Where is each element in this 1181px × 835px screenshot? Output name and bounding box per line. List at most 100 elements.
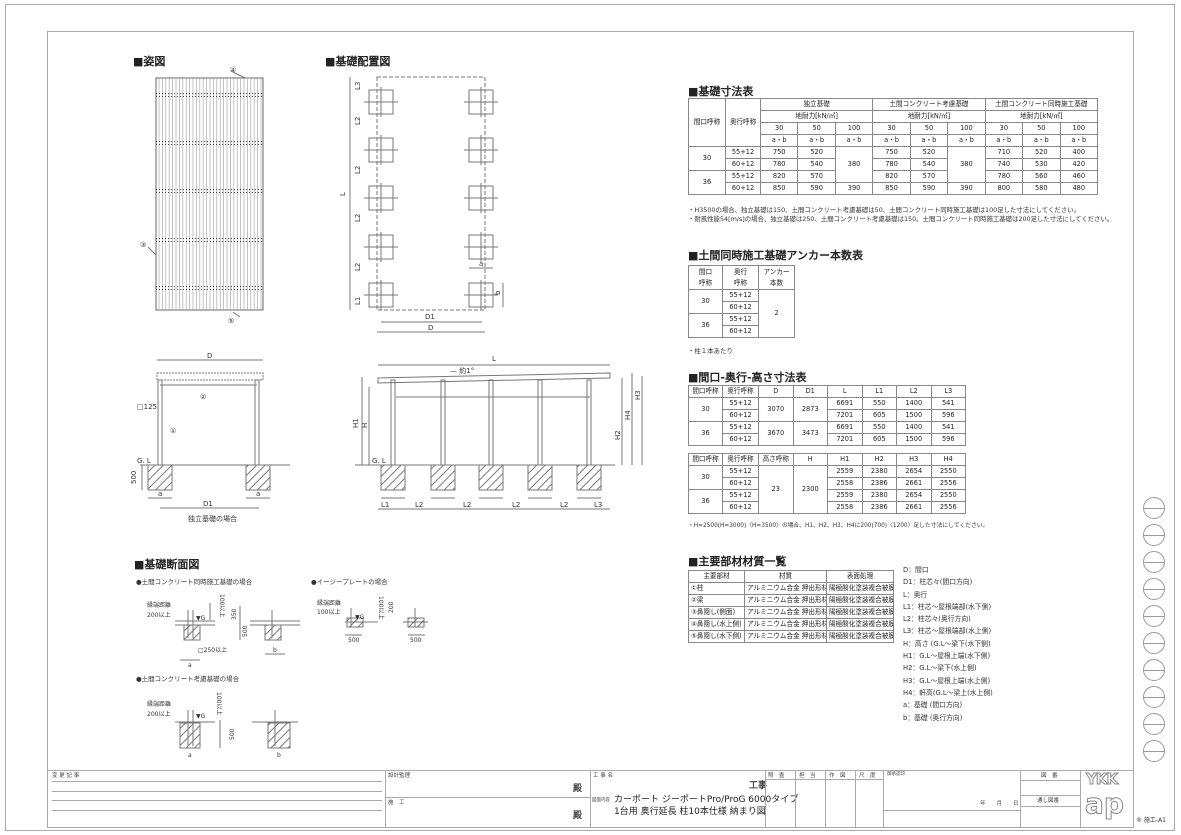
- revision-circle: [1143, 551, 1165, 573]
- table-cell: 60+12: [725, 182, 761, 195]
- column-header: 表面処理: [826, 570, 894, 583]
- post: [537, 379, 543, 466]
- bearing-value-header: 50: [1022, 122, 1061, 135]
- table-cell: 1400: [896, 421, 932, 434]
- layout-label-L1: L1: [354, 297, 362, 305]
- divider: [1020, 795, 1080, 796]
- layout-label-b: b: [494, 290, 502, 295]
- column-header: H2: [861, 453, 897, 466]
- table-cell: 580: [1022, 182, 1061, 195]
- divider: [1020, 770, 1021, 828]
- legend-item: L3：柱芯～屋根端部(水上側): [903, 627, 992, 636]
- header-bearing: 地耐力[kN/㎡]: [984, 110, 1099, 123]
- table-cell: 3473: [792, 421, 828, 446]
- table-cell: 800: [984, 182, 1024, 195]
- sec2-100: 100以上: [317, 608, 340, 616]
- table-cell: 2386: [861, 501, 897, 514]
- table-cell: 540: [909, 158, 949, 171]
- header-depth: 奥行 呼称: [722, 265, 759, 290]
- table-cell: 55+12: [722, 489, 759, 502]
- sec1-sq250: □250以上: [198, 646, 227, 654]
- side-label-L2: L2: [512, 501, 520, 509]
- label-n3: ③: [140, 241, 146, 249]
- table-cell: 460: [1059, 170, 1098, 183]
- table-cell: 540: [797, 158, 836, 171]
- table-cell: 陽極酸化塗装複合被膜: [826, 594, 894, 607]
- legend-item: H3：G.L～屋根上端(水上側): [903, 676, 991, 685]
- table-cell: 590: [909, 182, 949, 195]
- table-cell: 550: [861, 397, 897, 410]
- ab-header: a・b: [984, 134, 1024, 147]
- sec1-b: b: [273, 647, 277, 654]
- table-cell: 596: [930, 433, 966, 446]
- check-label: 照 査: [768, 773, 785, 779]
- legend-item: L：奥行: [903, 590, 928, 599]
- section-title-foundation-section: ■基礎断面図: [134, 558, 200, 571]
- foundation-note: ・H3500の場合、独立基礎は150、土間コンクリート考慮基礎は50、土間コンク…: [688, 206, 1080, 214]
- layout-label-L2: L2: [354, 263, 362, 271]
- sec2-g: ▼G: [355, 614, 365, 621]
- ab-header: a・b: [759, 134, 799, 147]
- sec1-a: a: [188, 662, 192, 669]
- table-cell: 520: [1022, 146, 1061, 159]
- column-header: H: [792, 453, 828, 466]
- table-row: ①柱アルミニウム合金 押出形材陽極酸化塗装複合被膜: [688, 582, 894, 595]
- table-cell: 2559: [827, 489, 863, 502]
- ab-header: a・b: [872, 134, 911, 147]
- approval-label: 御承認印: [887, 772, 905, 777]
- scale-label: 尺 度: [859, 773, 876, 779]
- divider: [1020, 780, 1080, 781]
- divider: [590, 770, 591, 828]
- table-cell: 陽極酸化塗装複合被膜: [826, 630, 894, 643]
- date-label: 年 月 日: [980, 801, 1019, 807]
- table-cell: ⑤鼻隠し(水下側): [688, 630, 745, 643]
- table-cell: 60+12: [722, 477, 759, 490]
- design-supervision-label: 設計監理: [388, 773, 411, 779]
- roof-beam: [155, 189, 264, 193]
- revision-circle: [1143, 578, 1165, 600]
- side-label-L2: L2: [560, 501, 568, 509]
- table-row: ②梁アルミニウム合金 押出形材陽極酸化塗装複合被膜: [688, 594, 894, 607]
- table-cell: 36: [688, 421, 723, 446]
- sec2-500: 500: [410, 637, 422, 644]
- side-label-gl: G. L: [372, 457, 386, 465]
- layout-label-L3: L3: [354, 82, 362, 90]
- side-label-L2: L2: [463, 501, 471, 509]
- table-row: ③鼻隠し(側面)アルミニウム合金 押出形材陽極酸化塗装複合被膜: [688, 606, 894, 619]
- sec3-title: ●土間コンクリート考慮基礎の場合: [136, 674, 240, 683]
- side-label-L3: L3: [594, 501, 602, 509]
- table-cell: 60+12: [725, 158, 761, 171]
- front-label-gl: G. L: [137, 457, 151, 465]
- footing: [430, 464, 456, 491]
- sec1-500: 500: [242, 625, 249, 637]
- section-title-materials: ■主要部材材質一覧: [688, 555, 787, 568]
- column-header: H3: [896, 453, 932, 466]
- table-cell: 400: [1059, 146, 1098, 159]
- table-cell: 36: [688, 313, 723, 338]
- table-cell: アルミニウム合金 押出形材: [744, 582, 827, 595]
- sheet-number: ® 施工-A1: [1136, 817, 1166, 824]
- revision-circle: [1143, 659, 1165, 681]
- footing: [380, 464, 406, 491]
- table-cell: 560: [1022, 170, 1061, 183]
- table-cell: 55+12: [722, 289, 759, 302]
- column-header: 奥行呼称: [722, 453, 759, 466]
- table-cell: 6691: [827, 421, 863, 434]
- header-width: 間口呼称: [688, 98, 726, 147]
- table-cell: ③鼻隠し(側面): [688, 606, 745, 619]
- front-label-n1: ①: [170, 427, 176, 435]
- revision-circle: [1143, 605, 1165, 627]
- bearing-value-header: 30: [759, 122, 799, 135]
- post: [586, 379, 592, 466]
- side-label-L: L: [492, 355, 496, 363]
- side-label-H: H: [361, 423, 369, 428]
- post: [440, 379, 446, 466]
- foundation-note: ・耐風性能54[m/s]の場合、独立基礎は250、土間コンクリート考慮基礎は15…: [688, 215, 1114, 223]
